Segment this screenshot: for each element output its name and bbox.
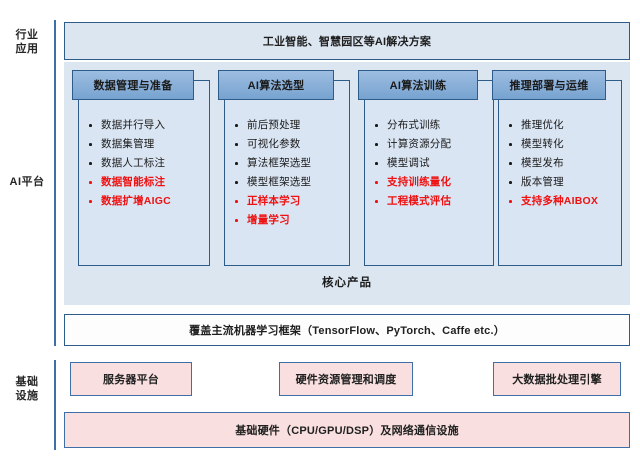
infrastructure-box-resource-scheduling: 硬件资源管理和调度 — [279, 362, 413, 396]
pillar-title-inference-deployment: 推理部署与运维 — [492, 70, 606, 100]
core-product-label: 核心产品 — [322, 277, 372, 289]
feature-item: 计算资源分配 — [372, 135, 488, 154]
framework-coverage-bar: 覆盖主流机器学习框架（TensorFlow、PyTorch、Caffe etc.… — [64, 314, 630, 346]
ai-platform-panel: 数据管理与准备 数据并行导入 数据集管理 数据人工标注 数据智能标注 数据扩增A… — [64, 62, 630, 305]
pillar-feature-list: 数据并行导入 数据集管理 数据人工标注 数据智能标注 数据扩增AIGC — [86, 116, 204, 211]
feature-item-highlighted: 正样本学习 — [232, 192, 344, 211]
pillar-card-algorithm-training[interactable]: AI算法训练 分布式训练 计算资源分配 模型调试 支持训练量化 工程模式评估 — [358, 70, 494, 266]
feature-item: 版本管理 — [506, 173, 616, 192]
hardware-foundation-bar: 基础硬件（CPU/GPU/DSP）及网络通信设施 — [64, 412, 630, 448]
feature-item: 模型转化 — [506, 135, 616, 154]
feature-item: 数据集管理 — [86, 135, 204, 154]
pillar-card-inference-deployment[interactable]: 推理部署与运维 推理优化 模型转化 模型发布 版本管理 支持多种AIBOX — [492, 70, 622, 266]
tier-label-industry-application: 行业 应用 — [15, 29, 39, 55]
tier-rule-ai-platform — [54, 62, 56, 346]
pillar-card-data-management[interactable]: 数据管理与准备 数据并行导入 数据集管理 数据人工标注 数据智能标注 数据扩增A… — [72, 70, 210, 266]
tier-rule-industry-application — [54, 20, 56, 62]
tier-rule-infrastructure — [54, 360, 56, 450]
feature-item: 模型调试 — [372, 154, 488, 173]
tier-label-ai-platform: AI平台 — [9, 176, 45, 188]
pillar-body — [224, 80, 350, 266]
feature-item-highlighted: 数据扩增AIGC — [86, 192, 204, 211]
pillar-feature-list: 推理优化 模型转化 模型发布 版本管理 支持多种AIBOX — [506, 116, 616, 211]
pillar-body — [78, 80, 210, 266]
pillar-body — [364, 80, 494, 266]
feature-item: 前后预处理 — [232, 116, 344, 135]
feature-item: 算法框架选型 — [232, 154, 344, 173]
pillar-title-algorithm-training: AI算法训练 — [358, 70, 478, 100]
pillar-feature-list: 分布式训练 计算资源分配 模型调试 支持训练量化 工程模式评估 — [372, 116, 488, 211]
pillar-card-algorithm-selection[interactable]: AI算法选型 前后预处理 可视化参数 算法框架选型 模型框架选型 正样本学习 增… — [218, 70, 350, 266]
feature-item: 模型发布 — [506, 154, 616, 173]
feature-item: 数据人工标注 — [86, 154, 204, 173]
pillar-body — [498, 80, 622, 266]
feature-item: 推理优化 — [506, 116, 616, 135]
feature-item: 分布式训练 — [372, 116, 488, 135]
industry-application-bar: 工业智能、智慧园区等AI解决方案 — [64, 22, 630, 60]
feature-item-highlighted: 增量学习 — [232, 211, 344, 230]
pillar-title-data-management: 数据管理与准备 — [72, 70, 194, 100]
feature-item-highlighted: 支持多种AIBOX — [506, 192, 616, 211]
infrastructure-box-server-platform: 服务器平台 — [70, 362, 192, 396]
tier-label-infrastructure: 基础 设施 — [15, 376, 39, 402]
infrastructure-box-bigdata-engine: 大数据批处理引擎 — [493, 362, 621, 396]
feature-item-highlighted: 支持训练量化 — [372, 173, 488, 192]
feature-item: 数据并行导入 — [86, 116, 204, 135]
feature-item-highlighted: 数据智能标注 — [86, 173, 204, 192]
pillar-feature-list: 前后预处理 可视化参数 算法框架选型 模型框架选型 正样本学习 增量学习 — [232, 116, 344, 230]
pillar-title-algorithm-selection: AI算法选型 — [218, 70, 334, 100]
feature-item: 可视化参数 — [232, 135, 344, 154]
feature-item-highlighted: 工程模式评估 — [372, 192, 488, 211]
feature-item: 模型框架选型 — [232, 173, 344, 192]
